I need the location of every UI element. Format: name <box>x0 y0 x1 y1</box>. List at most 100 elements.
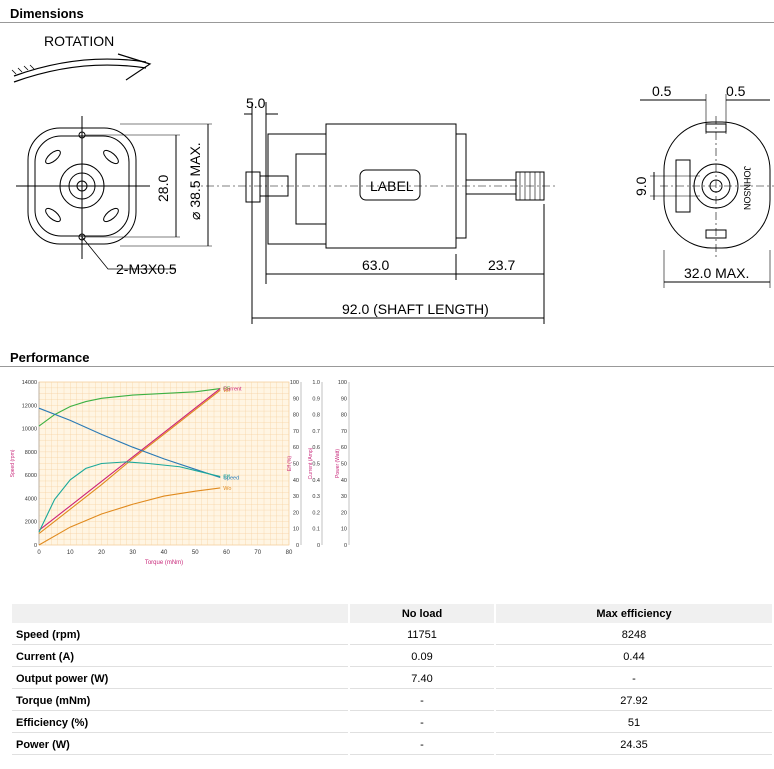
row-no-load: - <box>350 713 494 733</box>
x-tick-label: 20 <box>98 550 105 556</box>
brand-mark: JOHNSON <box>742 166 752 210</box>
y-axis-label: Eff (%) <box>287 456 293 472</box>
row-no-load: - <box>350 691 494 711</box>
y-tick-label: 0.9 <box>312 396 320 402</box>
table-row: Efficiency (%)-51 <box>12 713 772 733</box>
y-tick-label: 6000 <box>25 473 37 479</box>
dim-92: 92.0 (SHAFT LENGTH) <box>342 301 489 317</box>
y-tick-label: 20 <box>341 510 347 516</box>
x-tick-label: 0 <box>37 550 41 556</box>
row-no-load: - <box>350 735 494 755</box>
x-tick-label: 50 <box>192 550 199 556</box>
row-label: Torque (mNm) <box>12 691 348 711</box>
y-tick-label: 12000 <box>22 403 37 409</box>
series-line-wi <box>38 389 221 535</box>
dimensions-rule <box>0 22 774 23</box>
y-tick-label: 70 <box>293 429 299 435</box>
y-tick-label: 40 <box>293 478 299 484</box>
row-no-load: 0.09 <box>350 647 494 667</box>
row-max-efficiency: 27.92 <box>496 691 772 711</box>
dim-0-5-left: 0.5 <box>652 83 672 99</box>
performance-title: Performance <box>10 350 90 365</box>
series-label-eff: Eff <box>223 475 230 481</box>
row-max-efficiency: - <box>496 669 772 689</box>
y-tick-label: 40 <box>341 478 347 484</box>
table-row: Output power (W)7.40- <box>12 669 772 689</box>
series-line-wo <box>38 487 221 546</box>
y-tick-label: 0.2 <box>312 510 320 516</box>
y-tick-label: 0.4 <box>312 478 320 484</box>
series-line-current <box>38 388 221 531</box>
y-tick-label: 90 <box>293 396 299 402</box>
y-tick-label: 10 <box>341 527 347 533</box>
row-label: Output power (W) <box>12 669 348 689</box>
dim-23-7: 23.7 <box>488 257 515 273</box>
row-max-efficiency: 8248 <box>496 625 772 645</box>
series-line-pf <box>38 387 221 427</box>
series-label-current: Current <box>223 387 242 393</box>
dim-5: 5.0 <box>246 95 266 111</box>
y-tick-label: 10 <box>293 527 299 533</box>
row-no-load: 7.40 <box>350 669 494 689</box>
y-tick-label: 0.7 <box>312 429 320 435</box>
x-tick-label: 70 <box>254 550 261 556</box>
y-tick-label: 0 <box>296 543 299 549</box>
y-tick-label: 0.3 <box>312 494 320 500</box>
y-tick-label: 10000 <box>22 427 37 433</box>
y-tick-label: 100 <box>338 380 347 386</box>
table-row: Power (W)-24.35 <box>12 735 772 755</box>
series-line-speed <box>38 407 221 478</box>
y-tick-label: 50 <box>293 462 299 468</box>
y-tick-label: 50 <box>341 462 347 468</box>
dim-38-5: ⌀ 38.5 MAX. <box>187 142 203 220</box>
y-tick-label: 0 <box>34 543 37 549</box>
row-label: Power (W) <box>12 735 348 755</box>
y-tick-label: 8000 <box>25 450 37 456</box>
row-label: Efficiency (%) <box>12 713 348 733</box>
y-tick-label: 60 <box>341 445 347 451</box>
performance-rule <box>0 366 774 367</box>
y-tick-label: 0.1 <box>312 527 320 533</box>
y-axis-label: Current (Amp) <box>308 447 314 479</box>
rotation-label: ROTATION <box>44 33 114 49</box>
dim-0-5-right: 0.5 <box>726 83 746 99</box>
series-label-speed: Speed <box>223 475 239 481</box>
dim-63: 63.0 <box>362 257 389 273</box>
x-tick-label: 40 <box>161 550 168 556</box>
y-tick-label: 20 <box>293 510 299 516</box>
header-no-load: No load <box>350 604 494 623</box>
x-tick-label: 60 <box>223 550 230 556</box>
y-tick-label: 0.6 <box>312 445 320 451</box>
y-tick-label: 4000 <box>25 496 37 502</box>
table-header-row: No load Max efficiency <box>12 604 772 623</box>
y-tick-label: 60 <box>293 445 299 451</box>
y-tick-label: 0 <box>317 543 320 549</box>
series-line-eff <box>38 461 221 533</box>
y-tick-label: 70 <box>341 429 347 435</box>
y-tick-label: 80 <box>293 413 299 419</box>
dim-28: 28.0 <box>155 175 171 202</box>
y-tick-label: 80 <box>341 413 347 419</box>
y-axis-label: Speed (rpm) <box>10 449 16 477</box>
dim-32: 32.0 MAX. <box>684 265 749 281</box>
label-text: LABEL <box>370 178 414 194</box>
series-label-wi: Wi <box>223 388 229 394</box>
y-tick-label: 1.0 <box>312 380 320 386</box>
series-label-pf: PF <box>223 387 231 393</box>
row-max-efficiency: 24.35 <box>496 735 772 755</box>
row-label: Speed (rpm) <box>12 625 348 645</box>
y-tick-label: 100 <box>290 380 299 386</box>
y-tick-label: 0 <box>344 543 347 549</box>
y-tick-label: 0.8 <box>312 413 320 419</box>
dimensions-title: Dimensions <box>10 6 84 21</box>
x-tick-label: 80 <box>286 550 293 556</box>
x-axis-label: Torque (mNm) <box>145 560 183 566</box>
row-max-efficiency: 51 <box>496 713 772 733</box>
y-tick-label: 30 <box>293 494 299 500</box>
row-no-load: 11751 <box>350 625 494 645</box>
y-tick-label: 0.5 <box>312 462 320 468</box>
row-max-efficiency: 0.44 <box>496 647 772 667</box>
